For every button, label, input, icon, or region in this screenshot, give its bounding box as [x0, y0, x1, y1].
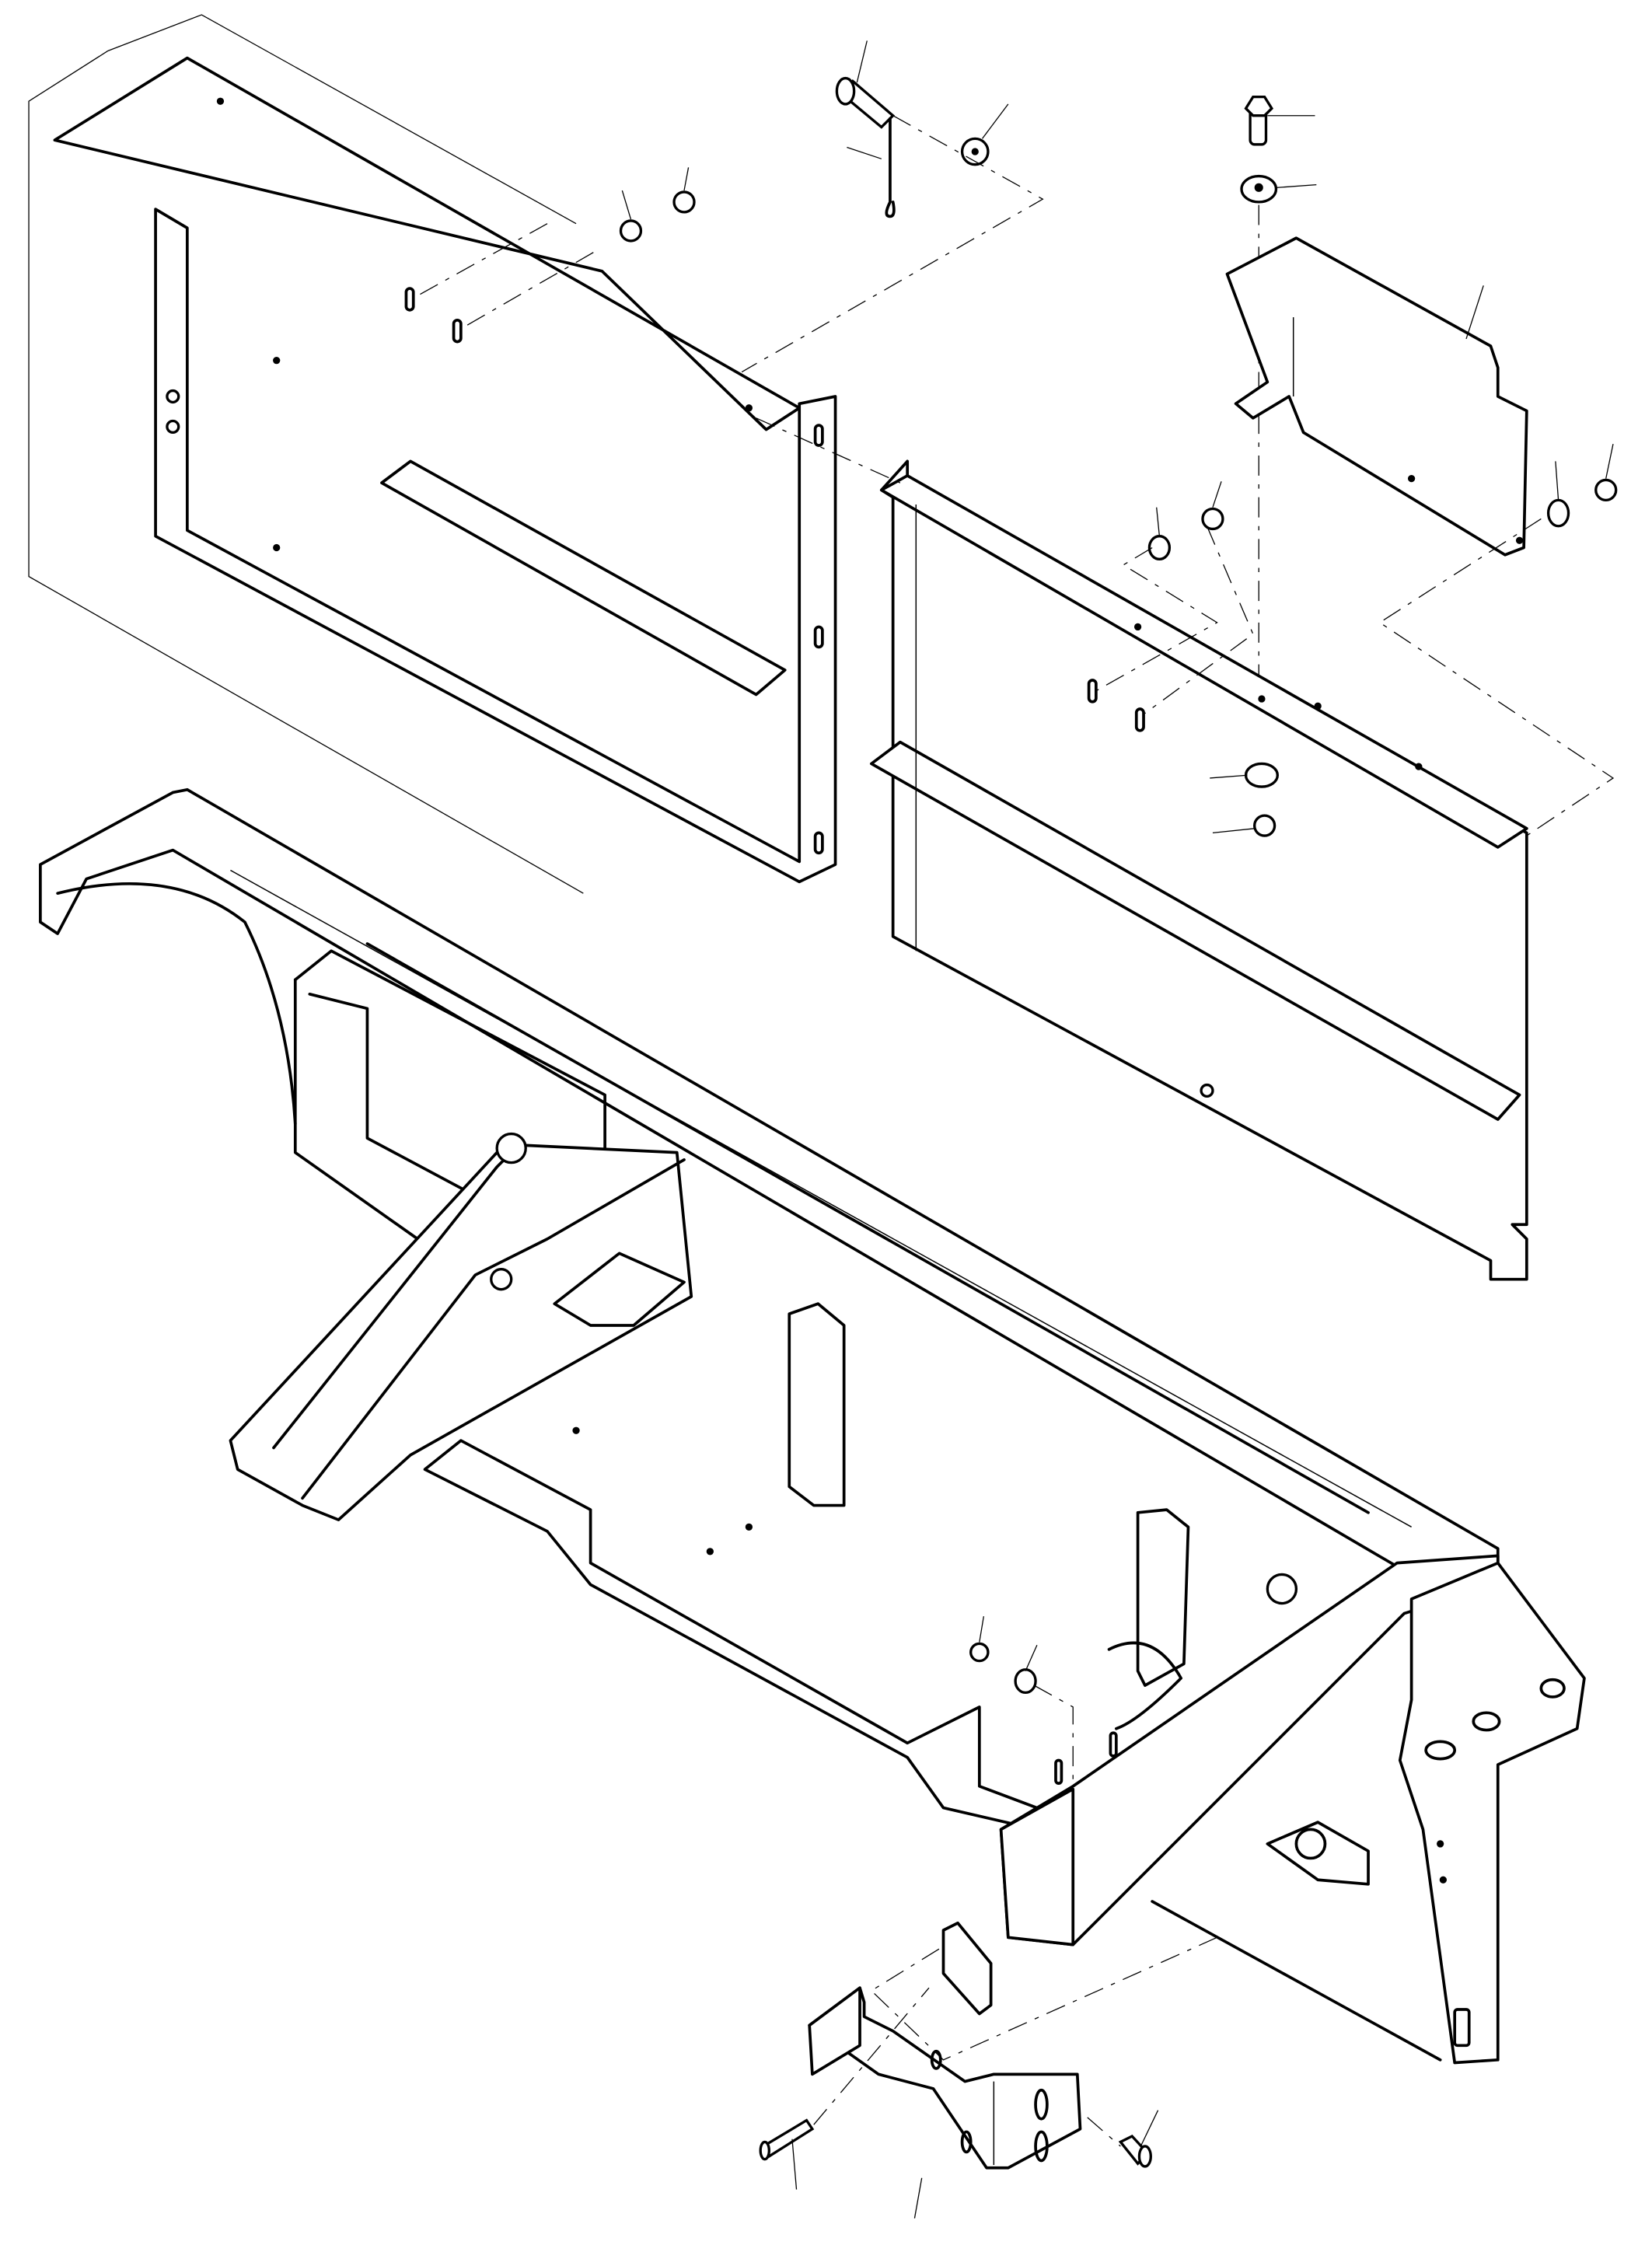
main-frame [39, 787, 1586, 2065]
left-cover-fasteners [417, 167, 696, 330]
small-top-cover [1225, 236, 1618, 836]
washer-icon [1014, 1668, 1037, 1695]
lower-bracket [808, 1986, 1082, 2170]
boss-icon [495, 1132, 527, 1164]
assembly-bracket-lines [28, 14, 584, 894]
nut-icon [672, 190, 696, 214]
nut-icon [1594, 478, 1618, 502]
nut-icon [1252, 814, 1277, 837]
washer-icon [619, 219, 643, 243]
washer-icon [1546, 498, 1570, 528]
pin-lanyard-assembly [741, 40, 1044, 373]
long-bolt-icon [761, 2118, 815, 2159]
lower-bracket-assembly [759, 1921, 1217, 2219]
cover-plate [941, 1921, 993, 2016]
nut-icon [1200, 1083, 1214, 1098]
left-cover-panel [53, 56, 837, 884]
right-cover-panel [756, 417, 1528, 1281]
boss-icon [1266, 1573, 1298, 1605]
nut-icon [1201, 507, 1224, 531]
lower-center-fasteners [969, 1616, 1118, 1786]
washer-icon [1147, 535, 1172, 561]
nut-icon [969, 1642, 990, 1663]
washer-icon [1244, 762, 1279, 788]
